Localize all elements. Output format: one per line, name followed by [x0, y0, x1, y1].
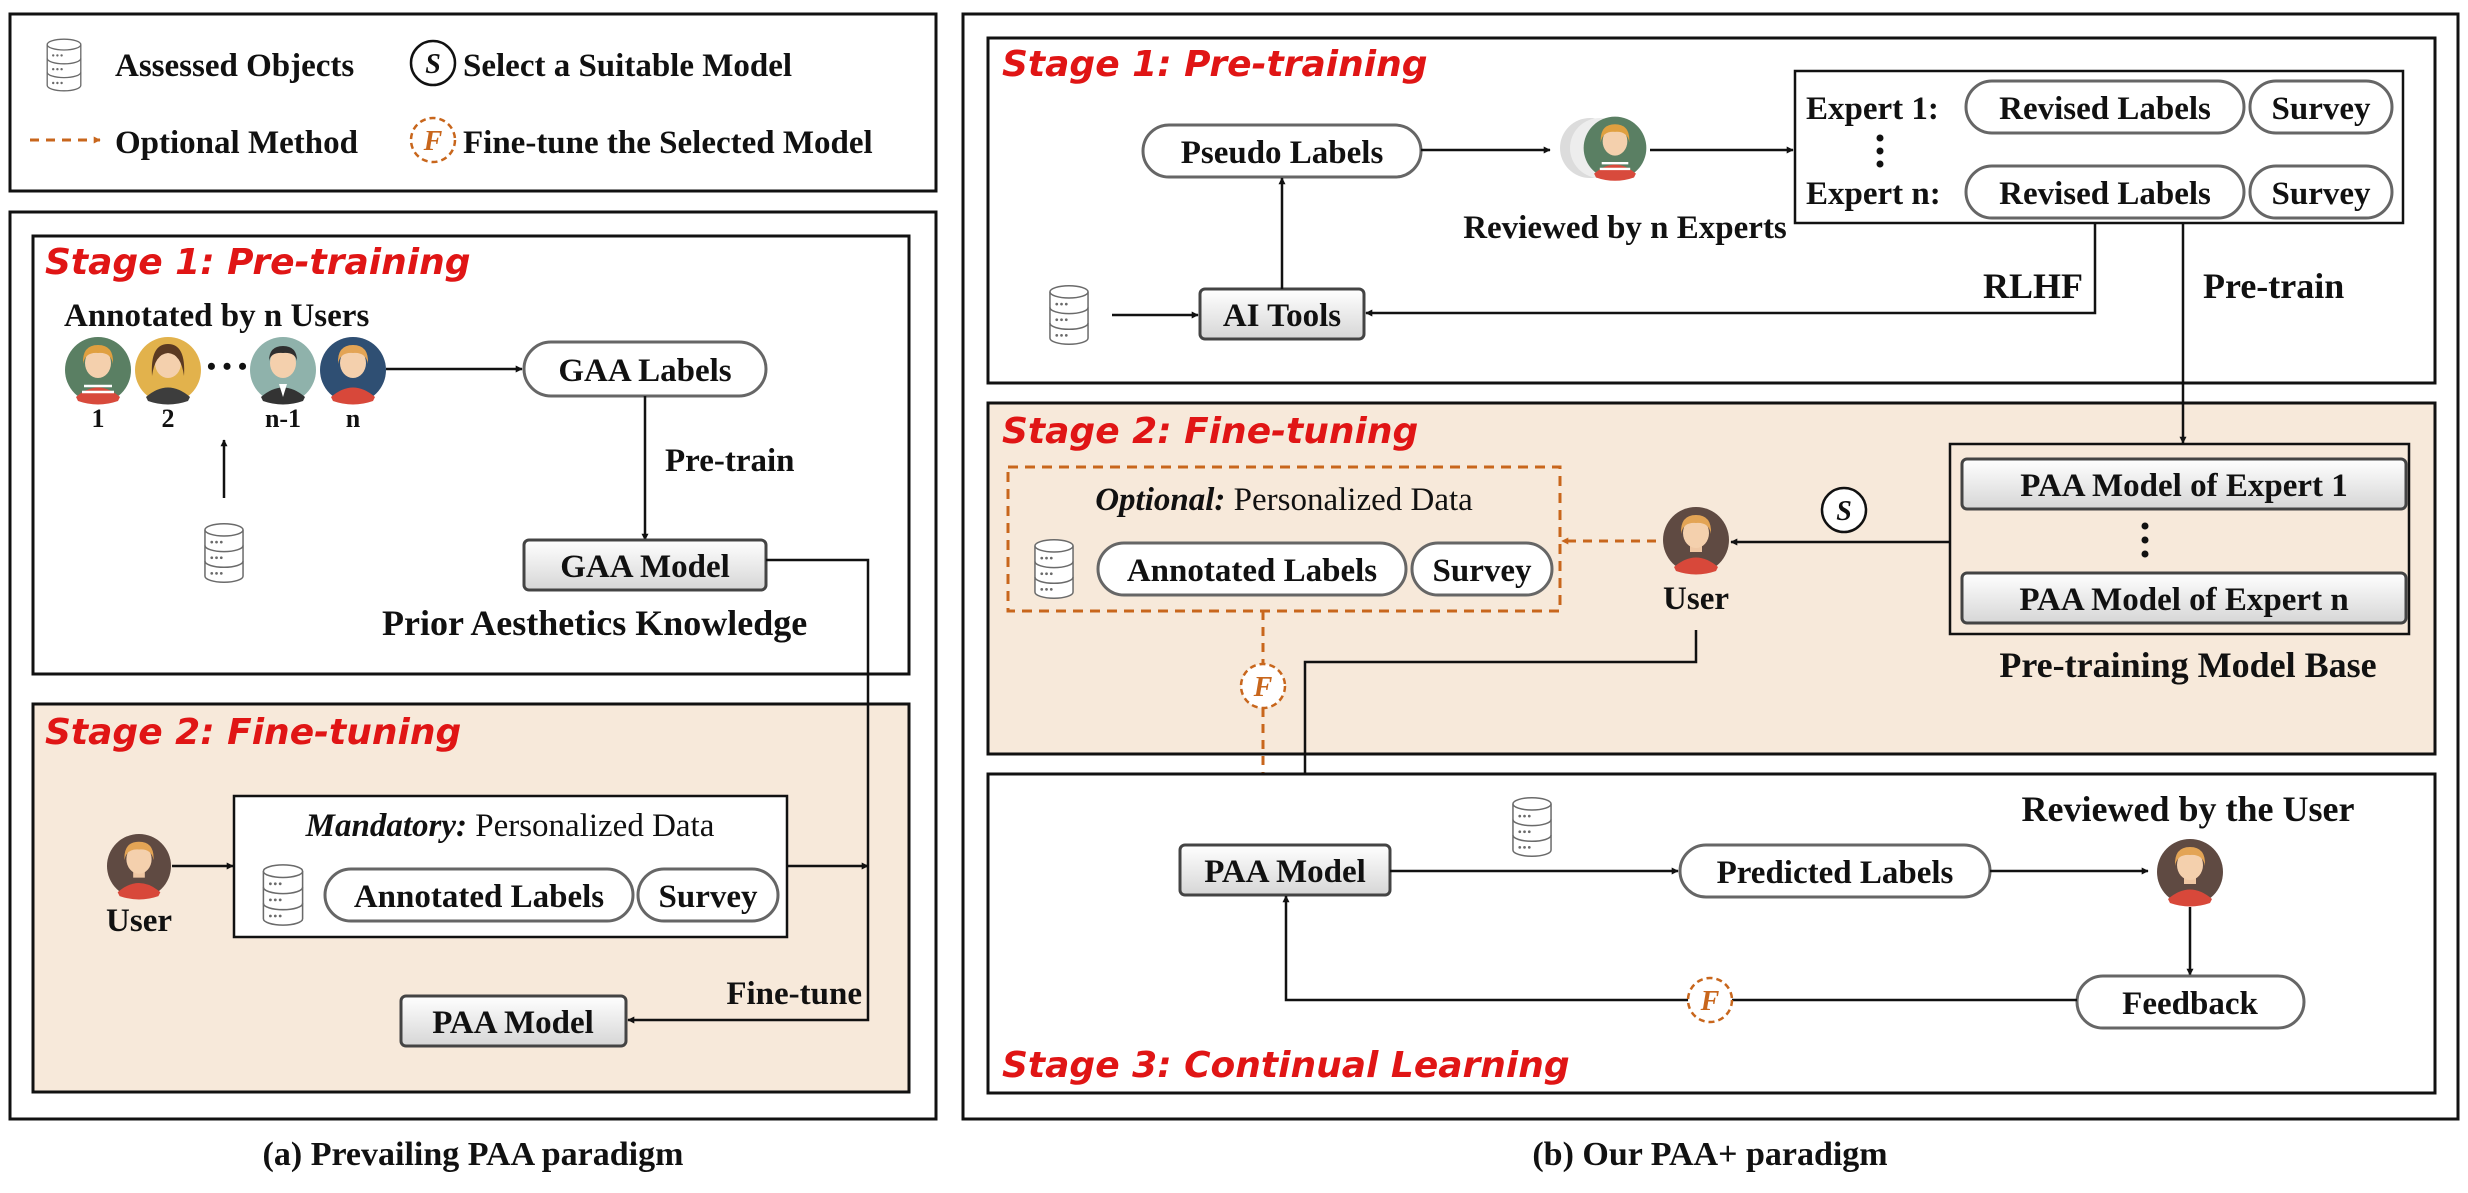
a-annotated-labels: Annotated Labels	[354, 879, 604, 915]
b-annotated-labels-box	[1096, 541, 1408, 597]
b-model-base: Pre-training Model Base	[1999, 645, 2376, 685]
a-gaa-model: GAA Model	[560, 549, 730, 585]
a-user: User	[106, 903, 172, 939]
line-rlhf	[1365, 223, 2097, 317]
a-stage1-title: Stage 1: Pre-training	[45, 242, 470, 283]
b-stage3-box	[986, 772, 2437, 1095]
legend-finetune-selected: Fine-tune the Selected Model	[463, 125, 873, 161]
a-stage2-title: Stage 2: Fine-tuning	[45, 712, 461, 753]
b-survey-1: Survey	[2272, 91, 2372, 127]
b-reviewed-by-user: Reviewed by the User	[2022, 789, 2355, 829]
b-survey-n-box	[2248, 164, 2394, 220]
a-user-label-n: n	[346, 404, 361, 433]
line-feedback-to-model	[1282, 895, 2077, 1002]
b-rlhf: RLHF	[1983, 266, 2083, 306]
b-stage3-title: Stage 3: Continual Learning	[1002, 1045, 1570, 1086]
finetune-symbol-icon	[409, 116, 457, 164]
line-gaa-to-finetune	[627, 558, 870, 1024]
b-survey: Survey	[1433, 553, 1533, 589]
panel-a-caption: (a) Prevailing PAA paradigm	[263, 1136, 684, 1173]
a-survey: Survey	[659, 879, 759, 915]
a-pretrain: Pre-train	[665, 443, 795, 479]
b-pretrain: Pre-train	[2203, 266, 2344, 306]
b-optional: Optional:	[1095, 482, 1225, 518]
a-personalized-data-heading: Mandatory: Personalized Data	[305, 808, 715, 844]
b-stage3-finetune-symbol: F	[1700, 986, 1720, 1017]
legend-finetune-symbol: F	[423, 126, 443, 157]
b-expert1: Expert 1:	[1806, 91, 1939, 127]
a-paa-model: PAA Model	[432, 1005, 594, 1041]
b-survey-n: Survey	[2272, 176, 2372, 212]
b-annotated-labels: Annotated Labels	[1127, 553, 1377, 589]
panel-b-caption: (b) Our PAA+ paradigm	[1532, 1136, 1887, 1173]
b-revised-labels-n-box	[1964, 164, 2246, 220]
a-prior-knowledge: Prior Aesthetics Knowledge	[382, 603, 807, 643]
b-personalized-data: Personalized Data	[1225, 482, 1473, 518]
a-mandatory: Mandatory:	[305, 808, 467, 844]
b-survey-box	[1410, 541, 1554, 597]
a-paa-model-box	[399, 994, 628, 1048]
legend-assessed-objects: Assessed Objects	[115, 48, 354, 84]
a-user-label-2: 2	[162, 404, 175, 433]
b-paa-expert1-box	[1960, 457, 2408, 511]
b-optional-data-heading: Optional: Personalized Data	[1095, 482, 1473, 518]
a-gaa-labels: GAA Labels	[558, 353, 731, 389]
database-icon	[262, 864, 304, 926]
legend-box	[8, 12, 938, 193]
b-expertn: Expert n:	[1806, 176, 1941, 212]
b-revised-labels-1: Revised Labels	[1999, 91, 2211, 127]
b-predicted-labels: Predicted Labels	[1717, 855, 1954, 891]
vertical-ellipsis	[1876, 134, 1884, 168]
a-stage1-box	[31, 234, 911, 676]
legend: Assessed Objects S Select a Suitable Mod…	[8, 12, 938, 193]
panel-a: Stage 1: Pre-training Annotated by n Use…	[8, 210, 938, 1121]
b-stage2-title: Stage 2: Fine-tuning	[1002, 411, 1418, 452]
b-stage1-title: Stage 1: Pre-training	[1002, 44, 1427, 85]
b-revised-labels-1-box	[1964, 79, 2246, 135]
a-user-label-n-1: n-1	[265, 404, 301, 433]
a-users-ellipsis: • • •	[207, 352, 247, 381]
b-ai-tools: AI Tools	[1223, 298, 1341, 334]
database-icon	[46, 38, 82, 92]
select-symbol-icon	[409, 39, 457, 87]
legend-select-model: Select a Suitable Model	[463, 48, 792, 84]
vertical-ellipsis	[2141, 522, 2149, 558]
a-gaa-model-box	[522, 538, 768, 592]
a-personalized-data: Personalized Data	[467, 808, 715, 844]
b-paa-expertn-box	[1960, 571, 2408, 625]
b-select-symbol: S	[1836, 496, 1852, 527]
expert-avatars	[1560, 115, 1648, 182]
a-user-label-1: 1	[92, 404, 105, 433]
b-feedback: Feedback	[2122, 986, 2258, 1022]
finetune-symbol-icon	[1686, 976, 1734, 1024]
b-paa-model: PAA Model	[1204, 854, 1366, 890]
legend-optional-method: Optional Method	[115, 125, 358, 161]
b-revised-labels-n: Revised Labels	[1999, 176, 2211, 212]
panel-b-frame	[961, 12, 2460, 1121]
b-optional-data-box	[1006, 465, 1562, 613]
b-paa-expert1: PAA Model of Expert 1	[2020, 468, 2348, 504]
panel-b: Stage 1: Pre-training Pseudo Labels Revi…	[961, 12, 2460, 1121]
a-annotated-labels-box	[323, 867, 635, 923]
line-user-to-model	[1301, 630, 1698, 843]
b-finetune-symbol: F	[1253, 672, 1273, 703]
database-icon	[204, 523, 244, 583]
database-icon	[1049, 285, 1089, 345]
b-reviewed-by-experts: Reviewed by n Experts	[1463, 210, 1787, 246]
a-survey-box	[636, 867, 780, 923]
a-finetune: Fine-tune	[726, 976, 862, 1012]
legend-select-symbol: S	[425, 49, 441, 80]
b-survey-1-box	[2248, 79, 2394, 135]
database-icon	[1512, 797, 1552, 857]
b-pseudo-labels: Pseudo Labels	[1181, 135, 1384, 171]
b-paa-expertn: PAA Model of Expert n	[2019, 582, 2348, 618]
select-symbol-icon	[1820, 486, 1868, 534]
a-annotated-by-users: Annotated by n Users	[64, 298, 369, 334]
panel-a-frame	[8, 210, 938, 1121]
database-icon	[1034, 539, 1074, 599]
b-user: User	[1663, 581, 1729, 617]
b-feedback-box	[2075, 974, 2306, 1030]
